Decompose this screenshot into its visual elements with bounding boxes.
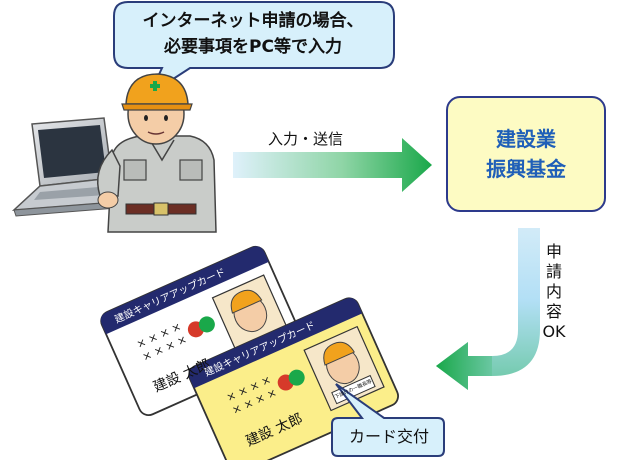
review-char-1: 申 [545,242,562,261]
fund-box: 建設業 振興基金 [446,96,606,212]
speech-bubble-text: インターネット申請の場合、 必要事項をPC等で入力 [122,8,384,60]
diagram-canvas [11,1,540,460]
submit-arrow [233,138,432,192]
worker-icon [97,73,217,233]
callout-bubble [331,383,445,457]
card-front [188,297,399,460]
review-char-5: OK [542,322,566,341]
fund-name-line-2: 振興基金 [486,157,566,181]
review-char-4: 容 [545,302,562,321]
card-front-name: 建設 太郎 [243,410,306,450]
review-ok-label: 申 請 内 容 OK [540,242,568,342]
fund-name-line-1: 建設業 [496,127,556,151]
card-front-badge: 下請けの一職長等 [333,378,373,401]
review-char-2: 請 [545,262,562,281]
speech-line-1: インターネット申請の場合、 [142,11,364,31]
return-arrow [436,228,540,390]
speech-line-2: 必要事項をPC等で入力 [164,37,342,57]
submit-arrow-label: 入力・送信 [268,130,344,148]
callout-label: カード交付 [348,427,429,446]
review-char-3: 内 [545,282,562,301]
card-back [100,245,304,417]
